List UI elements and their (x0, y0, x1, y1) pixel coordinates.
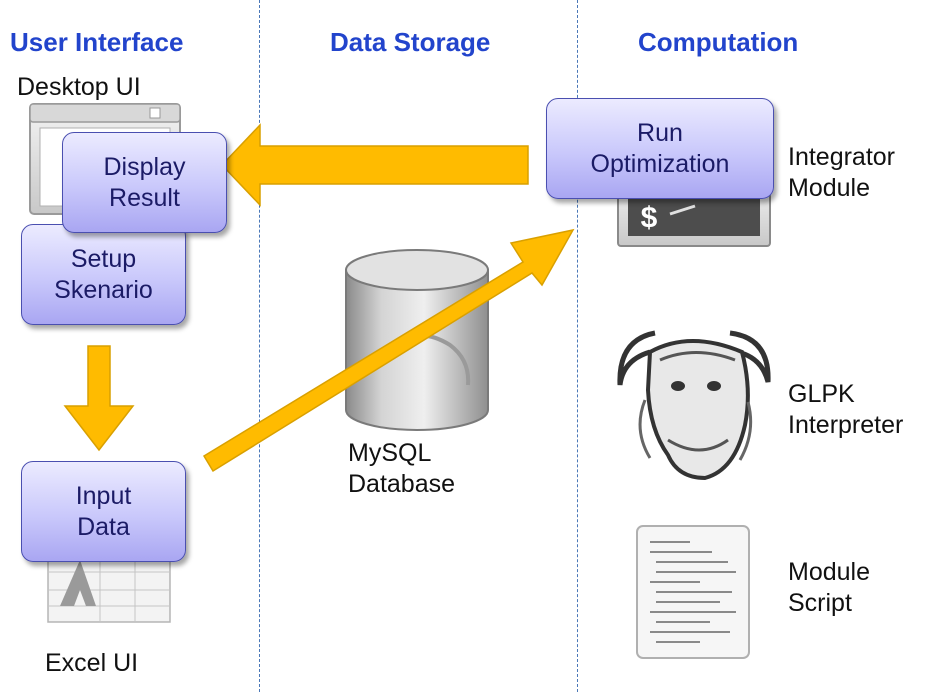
run-optimization-line1: Run (637, 118, 683, 147)
gnu-glpk-icon (617, 330, 771, 481)
input-data-line1: Input (75, 481, 132, 510)
label-excel-ui: Excel UI (45, 649, 139, 677)
excel-spreadsheet-icon (47, 551, 171, 623)
label-mysql-line2: Database (348, 470, 456, 498)
divider-right (577, 0, 578, 692)
label-glpk-interpreter: GLPK Interpreter (788, 379, 903, 441)
script-document-icon (636, 525, 750, 659)
run-optimization-line2: Optimization (590, 149, 730, 178)
label-module-script: Module Script (788, 557, 870, 619)
label-module-line1: Module (788, 558, 870, 586)
setup-skenario-line1: Setup (70, 244, 137, 273)
heading-data-storage: Data Storage (330, 27, 491, 57)
display-result-line1: Display (103, 152, 186, 181)
display-result-box: Display Result (62, 132, 227, 233)
svg-text:$: $ (640, 203, 658, 237)
label-mysql-database: MySQL Database (348, 438, 455, 500)
label-desktop-ui: Desktop UI (17, 73, 141, 101)
heading-computation: Computation (638, 27, 799, 57)
label-module-line2: Script (788, 589, 852, 617)
label-integrator-line2: Module (788, 174, 870, 202)
arrow-to-run-optimization (202, 228, 575, 473)
run-optimization-box: Run Optimization (546, 98, 774, 199)
input-data-box: Input Data (21, 461, 186, 562)
display-result-line2: Result (109, 183, 180, 212)
input-data-line2: Data (77, 512, 130, 541)
arrow-to-input-data (63, 345, 135, 452)
label-glpk-line1: GLPK (788, 380, 855, 408)
setup-skenario-box: Setup Skenario (21, 224, 186, 325)
label-mysql-line1: MySQL (348, 439, 432, 467)
heading-user-interface: User Interface (10, 27, 184, 57)
arrow-to-display-result (220, 123, 529, 207)
label-integrator-module: Integrator Module (788, 142, 895, 204)
label-glpk-line2: Interpreter (788, 411, 904, 439)
divider-left (259, 0, 260, 692)
setup-skenario-line2: Skenario (54, 275, 153, 304)
label-integrator-line1: Integrator (788, 143, 896, 171)
